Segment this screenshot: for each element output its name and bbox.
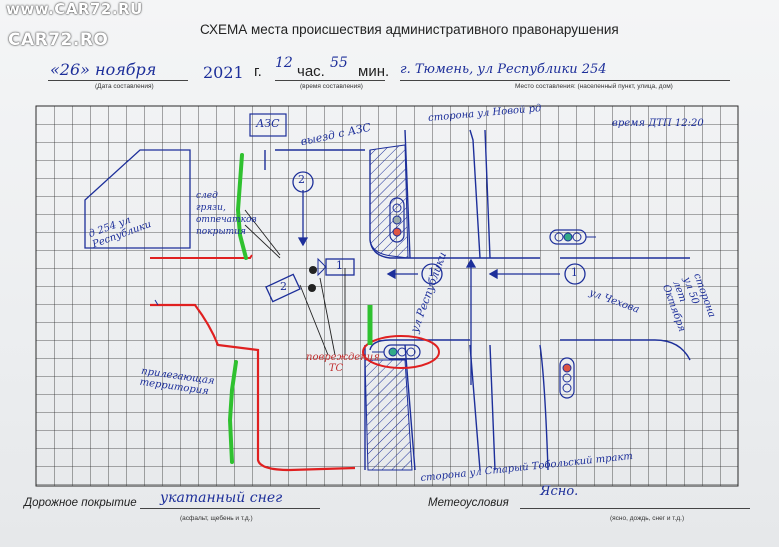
curb-red-line xyxy=(150,303,356,472)
site-watermark: www.CAR72.RU xyxy=(6,0,143,18)
car-icon xyxy=(265,273,316,303)
hatched-island-top xyxy=(369,144,409,259)
green-mark xyxy=(235,153,248,260)
building-outline xyxy=(84,149,191,249)
document-title: СХЕМА места происшествия административно… xyxy=(200,22,619,37)
place-value: г. Тюмень, ул Республики 254 xyxy=(400,62,607,77)
road-surface-label: Дорожное покрытие xyxy=(24,497,137,509)
car-1-label: 1 xyxy=(336,259,343,272)
road-surface-line xyxy=(140,508,320,509)
dirt-note: след грязи, отпечатков покрытия xyxy=(196,191,257,237)
road-surface-value: укатанный снег xyxy=(160,490,283,506)
azs-box xyxy=(249,113,287,137)
date-day: «26» ноября xyxy=(50,60,157,79)
traffic-light-icon xyxy=(559,357,575,399)
year-suffix: г. xyxy=(254,63,262,80)
weather-label: Метеоусловия xyxy=(428,497,509,509)
vehicle-1-marker xyxy=(564,263,586,285)
arrow-left-icon xyxy=(386,268,418,280)
hour-label: час. xyxy=(297,63,325,80)
azs-label: АЗС xyxy=(256,117,280,130)
time-line xyxy=(275,80,385,81)
car-2-label: 2 xyxy=(280,280,287,293)
arrow-left-icon xyxy=(488,268,560,280)
traffic-light-icon xyxy=(549,229,596,245)
car-icon xyxy=(309,257,355,277)
weather-hint: (ясно, дождь, снег и т.д.) xyxy=(610,515,685,522)
traffic-light-icon xyxy=(389,197,405,243)
time-minute: 55 xyxy=(330,55,348,71)
hatched-island-bottom xyxy=(364,359,413,471)
green-mark xyxy=(227,360,238,464)
logo-watermark: CAR72.RO xyxy=(8,30,109,50)
arrow-up-icon xyxy=(465,258,477,385)
caption-place: Место составления: (населенный пункт, ул… xyxy=(515,83,673,90)
minute-label: мин. xyxy=(358,63,390,80)
traffic-light-icon xyxy=(372,344,421,360)
caption-date: (Дата составления) xyxy=(95,83,154,90)
weather-line xyxy=(520,508,750,509)
time-hour: 12 xyxy=(275,55,293,71)
damage-highlight-ellipse xyxy=(362,335,440,369)
circle-1-text: 1 xyxy=(428,266,435,279)
time-label: время ДТП 12:20 xyxy=(612,118,704,129)
vehicle-2-marker xyxy=(292,171,314,193)
damage-label: повреждения ТС xyxy=(306,352,380,374)
arrow-down-icon xyxy=(297,190,309,247)
circle-2-text: 2 xyxy=(298,173,305,186)
road-surface-hint: (асфальт, щебень и т.д.) xyxy=(180,515,253,522)
note-leaders xyxy=(244,209,346,356)
caption-time: (время составления) xyxy=(300,83,363,90)
vehicle-1-marker xyxy=(421,263,443,285)
date-year: 2021 xyxy=(203,63,244,82)
curb-red-line xyxy=(150,254,253,259)
weather-value: Ясно. xyxy=(540,484,579,499)
place-line xyxy=(400,80,730,81)
circle-1b-text: 1 xyxy=(571,266,578,279)
date-line xyxy=(48,80,188,81)
